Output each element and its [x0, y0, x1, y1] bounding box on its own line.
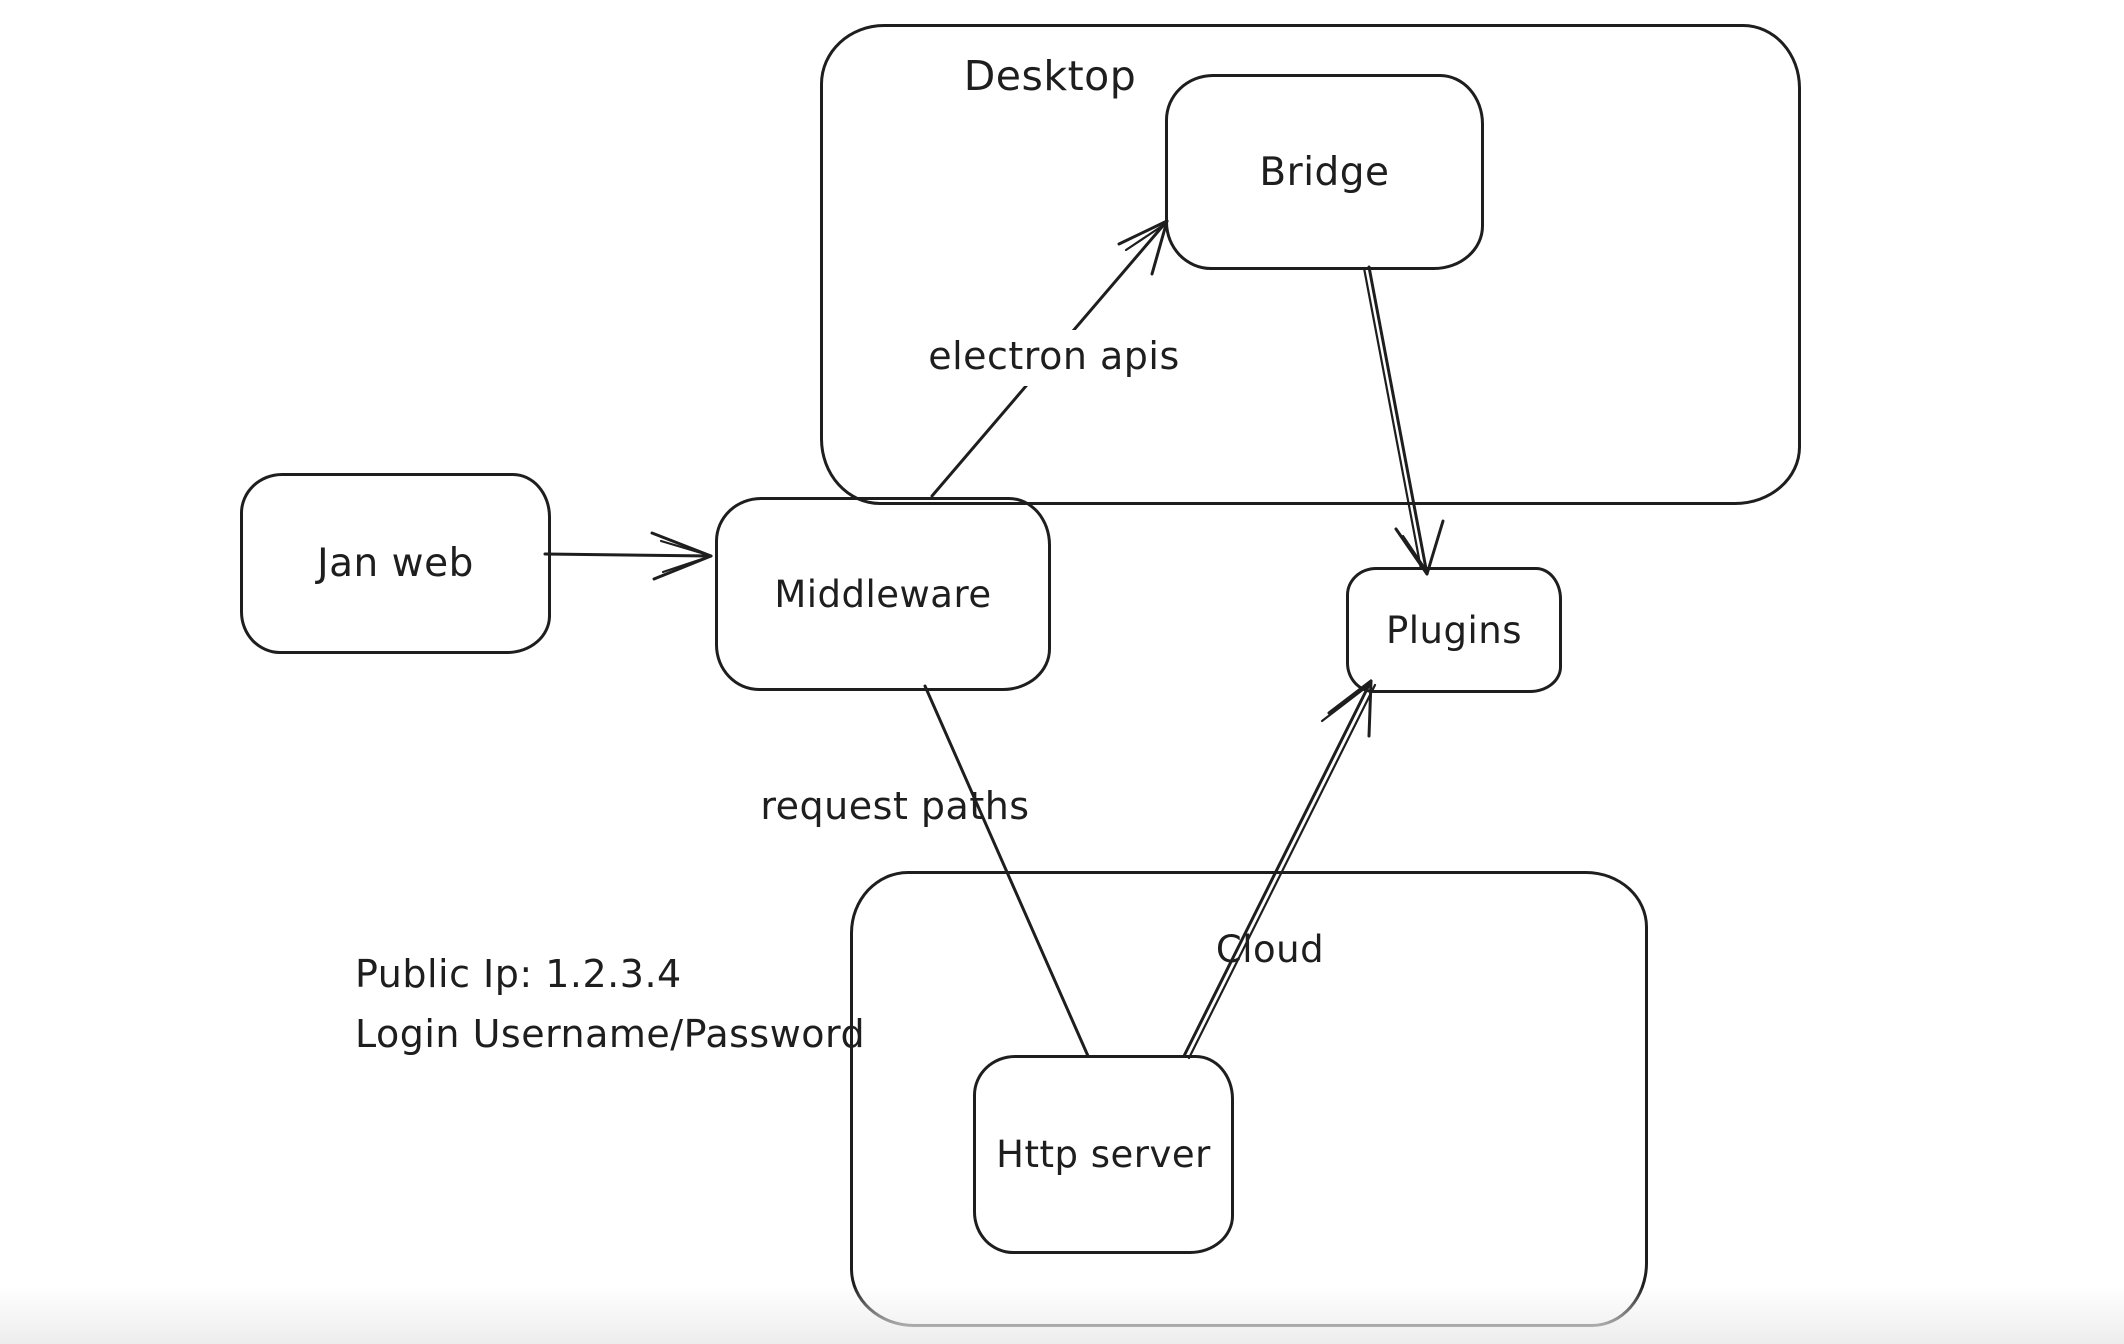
container-cloud-label: Cloud [1215, 928, 1325, 971]
annotation-login: Login Username/Password [355, 1012, 866, 1056]
container-desktop-label: Desktop [963, 52, 1137, 100]
node-bridge[interactable]: Bridge [1165, 74, 1484, 270]
edge-bridge-to-plugins[interactable] [1362, 265, 1445, 576]
node-middleware-label: Middleware [774, 572, 992, 616]
container-desktop[interactable] [820, 24, 1801, 505]
edge-label-electron-apis: electron apis [904, 330, 1204, 386]
edge-label-request-paths: request paths [760, 784, 1030, 828]
node-plugins-label: Plugins [1385, 608, 1523, 652]
node-http-server[interactable]: Http server [973, 1055, 1234, 1254]
node-jan-web-label: Jan web [317, 541, 474, 586]
node-plugins[interactable]: Plugins [1346, 567, 1562, 693]
node-http-server-label: Http server [996, 1133, 1211, 1176]
node-middleware[interactable]: Middleware [715, 497, 1051, 691]
node-jan-web[interactable]: Jan web [240, 473, 551, 654]
edge-jan-web-to-middleware[interactable] [543, 531, 713, 581]
annotation-public-ip: Public Ip: 1.2.3.4 [355, 952, 682, 996]
annotation-credentials: Public Ip: 1.2.3.4 Login Username/Passwo… [355, 944, 865, 1064]
node-bridge-label: Bridge [1259, 149, 1390, 195]
